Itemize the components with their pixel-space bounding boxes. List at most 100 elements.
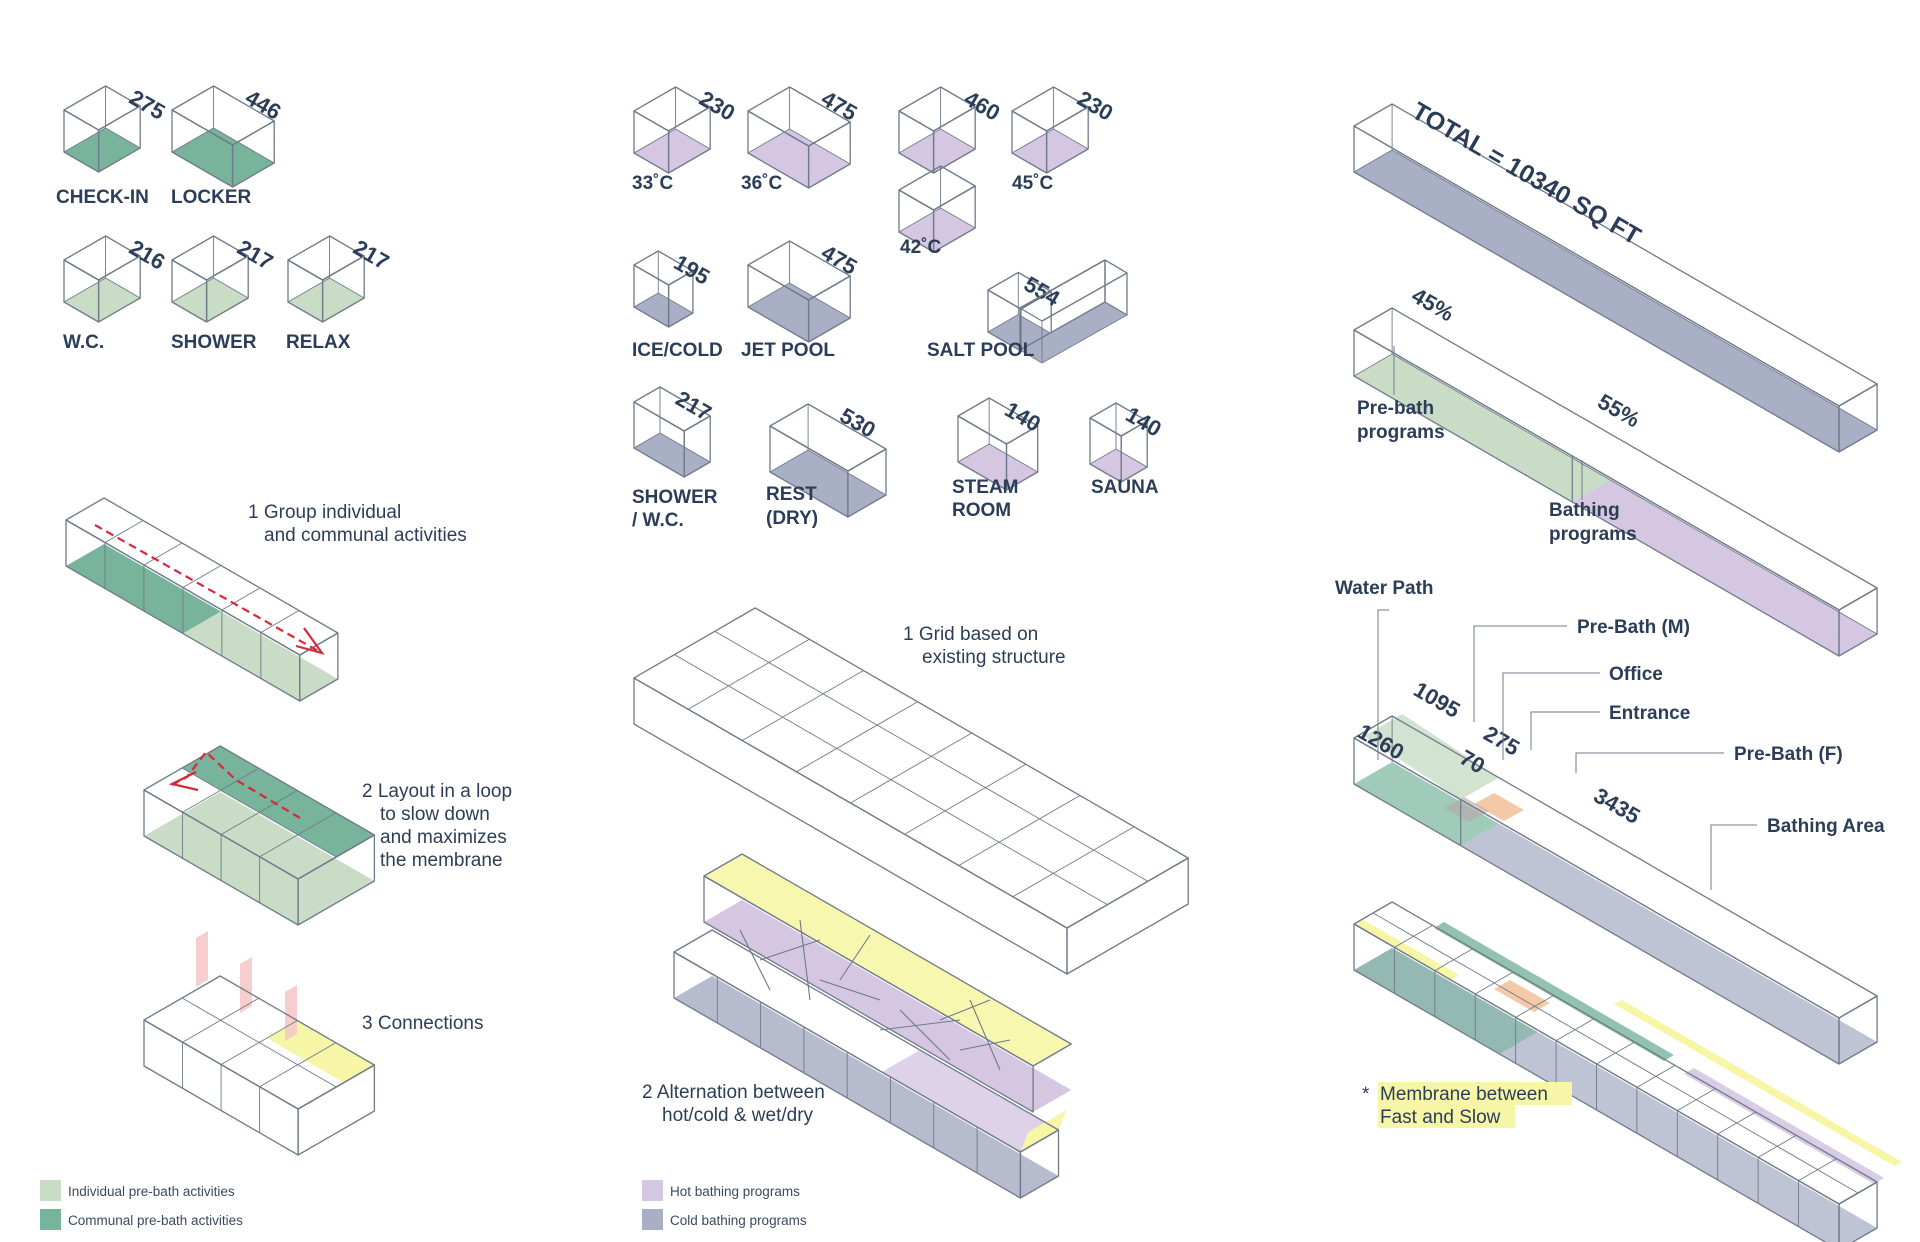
locker-box-back-bottom — [171, 127, 214, 153]
box-jet-front-short — [807, 275, 851, 343]
36c-label: 36˚C — [741, 173, 782, 194]
shower-box: 217 — [171, 235, 277, 323]
step3-connector-2 — [285, 985, 297, 1041]
box-460-area: 460 — [960, 86, 1004, 126]
alt-connection-9 — [969, 999, 1001, 1071]
box-33c-back-bottom2 — [675, 128, 711, 150]
step2-caption-line2: to slow down — [380, 804, 490, 825]
box-salt-b-front-short — [1104, 259, 1128, 316]
legend-swatch-communal — [40, 1209, 61, 1230]
total-box-front-short — [1838, 383, 1878, 453]
membrane-hot — [1684, 1068, 1884, 1184]
shower-box-area: 217 — [233, 235, 277, 275]
water-path-label: Water Path — [1335, 578, 1434, 599]
box-shower-wc-floor — [634, 433, 711, 477]
rest-label-line2: (DRY) — [766, 508, 818, 529]
shower-box-floor — [172, 278, 249, 322]
step1-div-4 — [221, 587, 261, 611]
42c-label: 42˚C — [900, 237, 941, 258]
total-box — [1353, 103, 1878, 453]
membrane-yellow-2 — [1614, 1000, 1902, 1166]
plan-leader-1 — [1473, 625, 1567, 722]
plan-leader-4 — [1575, 752, 1724, 773]
locker-box-back-bottom2 — [213, 127, 275, 164]
step2-caption-line3: and maximizes — [380, 827, 507, 848]
relax-box-back-bottom2 — [329, 277, 365, 299]
membrane-star: * — [1362, 1084, 1370, 1105]
step3-diagram — [143, 931, 376, 1156]
plan-leader-3 — [1530, 711, 1600, 750]
check-in-box-back-bottom2 — [105, 127, 141, 149]
box-33c: 230 — [633, 86, 739, 174]
box-rest-back-bottom — [769, 449, 809, 473]
process-diagrams — [65, 497, 1189, 1199]
alternation-step-caption-line2: hot/cold & wet/dry — [662, 1105, 814, 1126]
box-steam-back-bottom — [957, 443, 990, 463]
box-shower-wc-area: 217 — [671, 386, 715, 426]
box-ice-front-short — [667, 270, 694, 328]
alt-upper-front — [703, 875, 1034, 1113]
membrane-entrance — [1494, 980, 1550, 1012]
pct-prebath: 45% — [1408, 283, 1459, 327]
pct-bathing: 55% — [1594, 389, 1645, 433]
alternation-step-caption: 2 Alternation between — [642, 1082, 825, 1103]
box-salt-a-back-bottom2 — [1018, 314, 1052, 334]
box-ice-back-bottom — [633, 292, 659, 308]
box-salt-b-back-bottom — [1019, 349, 1043, 364]
prebath-programs-label: Pre-bath — [1357, 398, 1434, 419]
pre-bath-labels: CHECK-IN LOCKER W.C. SHOWER RELAX — [56, 187, 351, 353]
box-salt-a-back-bottom — [987, 314, 1019, 333]
box-ice-floor — [634, 293, 693, 327]
step1-caption: 1 Group individual — [248, 502, 401, 523]
grid-div-2 — [742, 670, 864, 741]
check-in-box-floor — [64, 128, 141, 172]
step3-caption: 3 Connections — [362, 1013, 483, 1034]
wc-box-back-bottom2 — [105, 277, 141, 299]
step1-div-1 — [104, 520, 144, 543]
office-label: Office — [1609, 664, 1663, 685]
membrane-line2: Fast and Slow — [1380, 1107, 1501, 1128]
step3-end — [297, 1064, 376, 1156]
box-42c-back-bottom2 — [940, 207, 976, 229]
box-steam-front-short — [1005, 425, 1039, 491]
total-box-back-bottom — [1353, 149, 1393, 173]
box-jet-area: 475 — [817, 240, 861, 280]
ice-cold-label: ICE/COLD — [632, 340, 723, 361]
box-rest-front-short — [847, 448, 887, 518]
box-36c-area: 475 — [817, 86, 861, 126]
box-33c-front-short — [667, 106, 711, 174]
plan-callouts: Water Path Pre-Bath (M) Office Entrance … — [1335, 578, 1885, 837]
prebath-m-label: Pre-Bath (M) — [1577, 617, 1690, 638]
box-jet-floor — [748, 283, 851, 342]
plan-bath-floor — [1460, 823, 1878, 1064]
box-sauna: 140 — [1089, 402, 1166, 483]
alt-upper-floor — [704, 900, 1072, 1112]
box-45c: 230 — [1011, 86, 1117, 174]
box-rest-area: 530 — [836, 403, 880, 443]
split-bathing-floor — [1572, 480, 1878, 656]
split-prebath-floor — [1354, 354, 1611, 502]
alt-connection-6 — [899, 1009, 951, 1061]
membrane-front — [1353, 923, 1840, 1242]
box-rest-back-bottom2 — [807, 449, 887, 496]
membrane-note: * Membrane between Fast and Slow — [1362, 1082, 1572, 1128]
relax-box-area: 217 — [349, 235, 393, 275]
box-shower-wc: 217 — [633, 386, 716, 478]
step2-caption: 2 Layout in a loop — [362, 781, 512, 802]
split-back-b2 — [1391, 353, 1878, 635]
box-36c-back-bottom — [747, 128, 790, 154]
box-sauna-back-bottom — [1089, 448, 1117, 465]
legend-hot: Hot bathing programs — [670, 1184, 800, 1199]
membrane-line1: Membrane between — [1380, 1084, 1548, 1105]
legend-individual: Individual pre-bath activities — [68, 1184, 235, 1199]
box-salt-b — [1019, 259, 1128, 364]
wc-box-area: 216 — [125, 235, 169, 275]
bathing-area-label: Bathing Area — [1767, 816, 1885, 837]
total-box-back-bottom2 — [1391, 149, 1878, 431]
plan-water-floor — [1354, 762, 1499, 846]
box-42c-top — [898, 165, 976, 211]
shower-label: SHOWER — [171, 332, 257, 353]
box-jet-back-bottom2 — [789, 282, 851, 319]
legend-swatch-cold — [642, 1209, 663, 1230]
